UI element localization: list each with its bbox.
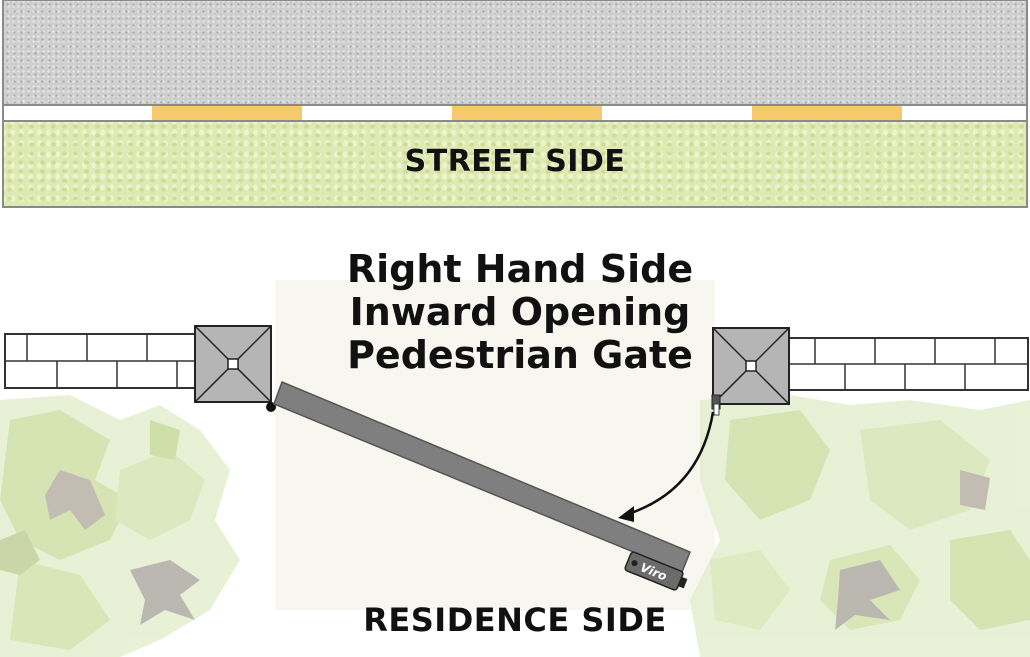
residence-side-label: RESIDENCE SIDE — [363, 601, 667, 639]
curb-marking — [452, 104, 602, 122]
street-road — [2, 0, 1028, 104]
diagram-title: Right Hand Side Inward Opening Pedestria… — [340, 248, 700, 377]
right-brick-wall — [787, 337, 1029, 391]
latch-keeper — [713, 403, 720, 416]
left-gate-post — [194, 325, 272, 403]
title-line: Right Hand Side — [346, 247, 694, 291]
title-line: Pedestrian Gate — [347, 333, 693, 377]
gate-post-cap-icon — [194, 325, 272, 403]
swing-arc-arrow-icon — [618, 411, 715, 522]
street-side-label: STREET SIDE — [404, 144, 626, 179]
gate-post-cap-icon — [712, 327, 790, 405]
right-gate-post — [711, 327, 790, 416]
left-brick-wall — [4, 333, 196, 389]
viro-lock-icon: Viro — [624, 551, 688, 591]
foliage-icon — [0, 395, 240, 657]
foliage-icon — [690, 395, 1030, 657]
street-lawn — [2, 122, 1028, 208]
curb-marking — [152, 104, 302, 122]
title-line: Inward Opening — [349, 290, 691, 334]
curb-marking — [752, 104, 902, 122]
